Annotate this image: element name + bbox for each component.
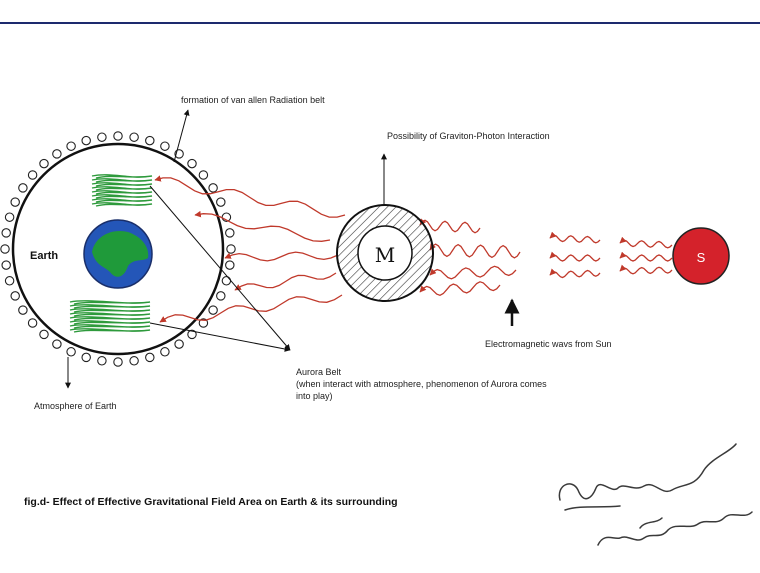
earth-label: Earth [30, 250, 58, 262]
atmosphere-bead [227, 245, 235, 253]
atmosphere-bead [2, 229, 10, 237]
aurora-title: Aurora Belt [296, 367, 342, 377]
wave-arrow [420, 220, 480, 233]
atmosphere-bead [28, 319, 36, 327]
atmosphere-bead [114, 132, 122, 140]
atmosphere-bead [67, 348, 75, 356]
wave-arrow [620, 267, 672, 274]
belt-stroke [70, 309, 150, 312]
aurora-description-line2: into play) [296, 391, 333, 401]
atmosphere-bead [82, 136, 90, 144]
atmosphere-bead [1, 245, 9, 253]
atmosphere-bead [146, 136, 154, 144]
wave-arrow [155, 178, 345, 217]
van-allen-label: formation of van allen Radiation belt [181, 95, 325, 105]
wave-arrow [430, 266, 516, 279]
belt-stroke [70, 305, 150, 308]
wave-arrow [620, 240, 672, 248]
atmosphere-bead [67, 142, 75, 150]
van-allen-belt-top [92, 175, 152, 206]
atmosphere-bead [98, 357, 106, 365]
atmosphere-bead [53, 150, 61, 158]
atmosphere-bead [209, 184, 217, 192]
wave-arrow [430, 244, 520, 258]
aurora-pointer-bottom [150, 323, 290, 350]
atmosphere-bead [226, 261, 234, 269]
belt-stroke [92, 199, 152, 202]
belt-stroke [70, 329, 150, 332]
wave-arrow [160, 295, 342, 322]
wave-arrow [235, 273, 336, 290]
atmosphere-bead [226, 229, 234, 237]
wave-arrow [195, 214, 330, 242]
aurora-description-line1: (when interact with atmosphere, phenomen… [296, 379, 547, 389]
atmosphere-bead [5, 277, 13, 285]
moon-letter: M [375, 243, 395, 267]
wave-arrow [550, 271, 600, 278]
atmosphere-bead [40, 159, 48, 167]
atmosphere-bead [130, 357, 138, 365]
sun-letter: S [697, 250, 706, 265]
van-allen-belt-bottom [70, 301, 150, 332]
aurora-pointer-top [150, 186, 290, 350]
author-signature [559, 444, 752, 545]
belt-stroke [92, 195, 152, 198]
belt-stroke [70, 317, 150, 320]
atmosphere-bead [209, 306, 217, 314]
wave-arrow [620, 255, 672, 261]
atmosphere-bead [11, 292, 19, 300]
atmosphere-bead [161, 348, 169, 356]
atmosphere-bead [5, 213, 13, 221]
wave-arrow [225, 252, 338, 261]
belt-stroke [92, 175, 152, 178]
atmosphere-bead [161, 142, 169, 150]
atmosphere-bead [130, 133, 138, 141]
belt-stroke [92, 187, 152, 190]
belt-stroke [92, 203, 152, 206]
atmosphere-bead [188, 159, 196, 167]
belt-stroke [70, 301, 150, 304]
atmosphere-bead [2, 261, 10, 269]
belt-stroke [92, 191, 152, 194]
graviton-label: Possibility of Graviton-Photon Interacti… [387, 131, 550, 141]
belt-stroke [92, 183, 152, 186]
atmosphere-bead [98, 133, 106, 141]
belt-stroke [70, 313, 150, 316]
atmosphere-bead [217, 198, 225, 206]
wave-arrow [550, 235, 600, 243]
atmosphere-bead [19, 184, 27, 192]
figure-caption: fig.d- Effect of Effective Gravitational… [24, 496, 398, 508]
atmosphere-bead [146, 353, 154, 361]
atmosphere-bead [40, 330, 48, 338]
belt-stroke [92, 179, 152, 182]
atmosphere-bead [217, 292, 225, 300]
belt-stroke [70, 321, 150, 324]
atmosphere-bead [222, 277, 230, 285]
wave-arrow [550, 255, 600, 261]
atmosphere-bead [11, 198, 19, 206]
wave-arrow [420, 282, 500, 296]
atmosphere-bead [28, 171, 36, 179]
electromagnetic-label: Electromagnetic wavs from Sun [485, 339, 612, 349]
atmosphere-bead [114, 358, 122, 366]
atmosphere-bead [199, 171, 207, 179]
belt-stroke [70, 325, 150, 328]
atmosphere-label: Atmosphere of Earth [34, 401, 117, 411]
atmosphere-bead [175, 340, 183, 348]
atmosphere-bead [53, 340, 61, 348]
atmosphere-bead [82, 353, 90, 361]
atmosphere-bead [19, 306, 27, 314]
